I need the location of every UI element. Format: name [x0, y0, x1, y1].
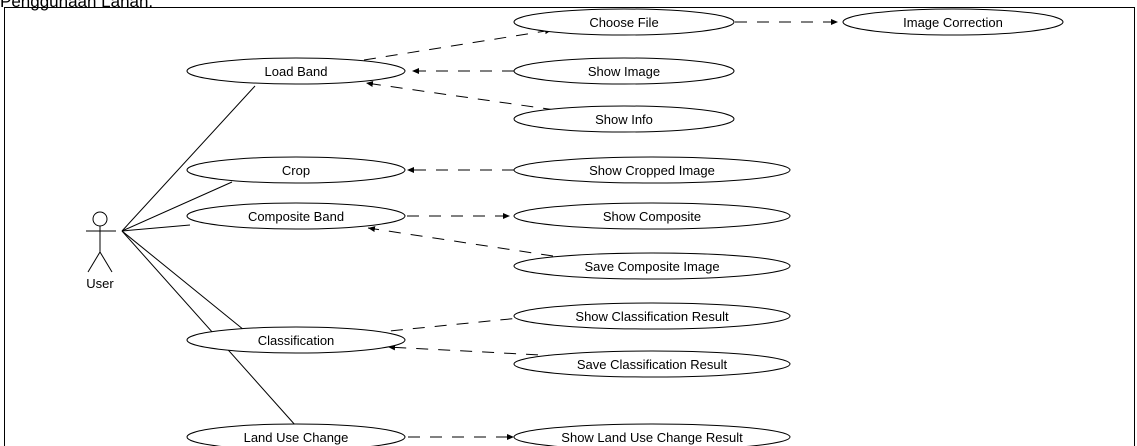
use-case-show-composite: Show Composite: [513, 202, 791, 230]
association-crop: [121, 181, 233, 232]
actor-label: User: [86, 276, 114, 291]
use-case-show-image: Show Image: [513, 57, 735, 85]
use-case-label: Show Cropped Image: [589, 163, 715, 178]
dependency-save-composite-to-composite-band: [367, 226, 554, 257]
association-composite-band: [121, 224, 191, 232]
association-classification: [121, 230, 245, 331]
use-case-label: Land Use Change: [244, 430, 349, 445]
dependency-load-band-to-choose-file: [363, 28, 553, 61]
use-case-label: Image Correction: [903, 15, 1003, 30]
association-load-band: [121, 85, 256, 232]
use-case-label: Show Land Use Change Result: [561, 430, 743, 445]
dependency-save-result-to-classification: [387, 344, 561, 357]
use-case-label: Show Composite: [603, 209, 701, 224]
user-actor: User: [86, 211, 116, 291]
use-case-crop: Crop: [186, 156, 406, 184]
figure-caption: Penggunaan Lahan.: [0, 0, 154, 11]
use-case-choose-file: Choose File: [513, 8, 735, 36]
association-land-use-change: [121, 230, 297, 427]
use-case-show-land-use-change-result: Show Land Use Change Result: [513, 423, 791, 446]
use-case-save-composite-image: Save Composite Image: [513, 252, 791, 280]
use-case-label: Show Info: [595, 112, 653, 127]
use-case-label: Save Classification Result: [577, 357, 728, 372]
use-case-save-classification-result: Save Classification Result: [513, 350, 791, 378]
use-case-label: Save Composite Image: [584, 259, 719, 274]
use-case-label: Composite Band: [248, 209, 344, 224]
use-case-image-correction: Image Correction: [842, 8, 1064, 36]
use-case-label: Choose File: [589, 15, 658, 30]
use-case-land-use-change: Land Use Change: [186, 423, 406, 446]
use-case-composite-band: Composite Band: [186, 202, 406, 230]
use-case-load-band: Load Band: [186, 57, 406, 85]
use-case-label: Classification: [258, 333, 335, 348]
diagram-frame: [4, 7, 1135, 446]
use-case-classification: Classification: [186, 326, 406, 354]
use-case-label: Load Band: [265, 64, 328, 79]
actor-right-leg: [99, 251, 113, 273]
use-case-show-classification-result: Show Classification Result: [513, 302, 791, 330]
use-case-label: Show Image: [588, 64, 660, 79]
actor-left-leg: [87, 251, 101, 273]
dependency-show-info-to-load-band: [365, 81, 556, 111]
use-case-label: Show Classification Result: [575, 309, 729, 324]
actor-head: [92, 211, 108, 227]
use-case-show-cropped-image: Show Cropped Image: [513, 156, 791, 184]
use-case-label: Crop: [282, 163, 310, 178]
use-case-show-info: Show Info: [513, 105, 735, 133]
